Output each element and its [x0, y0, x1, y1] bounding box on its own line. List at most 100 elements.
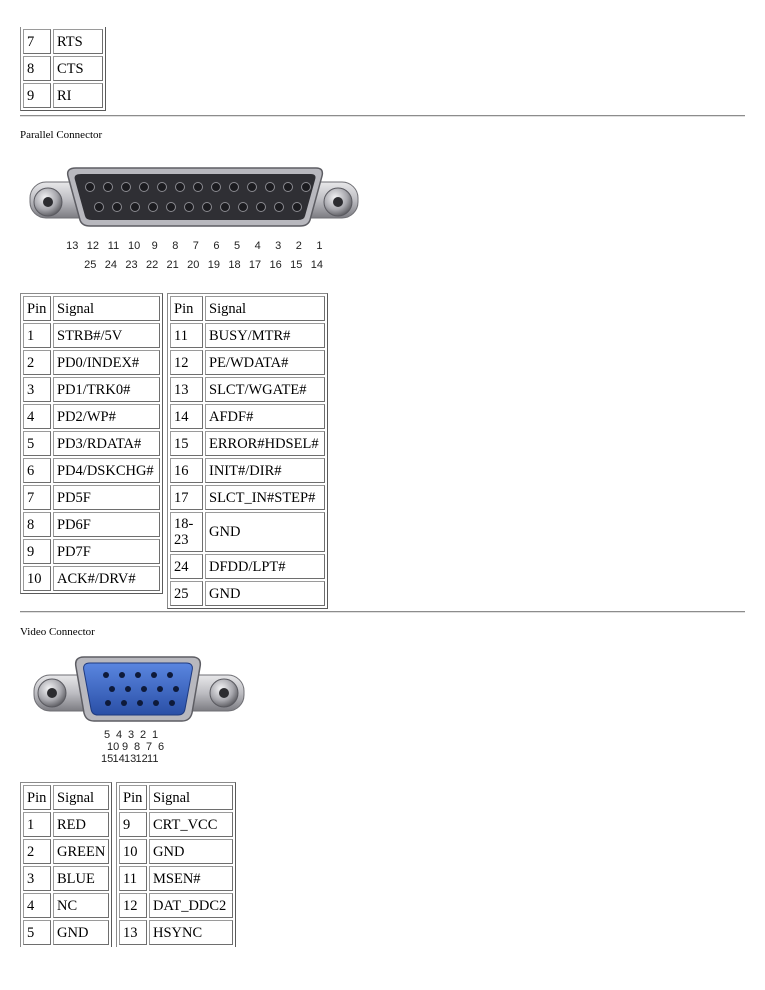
pin-number-label: 3	[275, 240, 282, 252]
pin-number-label: 11	[107, 240, 120, 252]
pin-cell: 1	[23, 323, 51, 348]
pin-number-label: 25	[84, 259, 97, 271]
signal-cell: RI	[53, 83, 103, 108]
pin-cell: 17	[170, 485, 203, 510]
table-row: 8 CTS	[23, 56, 103, 81]
pin-number-label: 21	[166, 259, 179, 271]
pin-cell: 2	[23, 350, 51, 375]
pin-number-label: 4	[115, 729, 123, 741]
pin-cell: 13	[119, 920, 147, 945]
pin-number-label: 10	[107, 741, 120, 753]
column-header-pin: Pin	[170, 296, 203, 321]
column-header-signal: Signal	[53, 785, 110, 810]
signal-cell: AFDF#	[205, 404, 325, 429]
pin-cell: 3	[23, 377, 51, 402]
pin-number-label: 1	[151, 729, 159, 741]
pin-cell: 11	[170, 323, 203, 348]
pin-cell: 24	[170, 554, 203, 579]
pin-number-label: 8	[133, 741, 141, 753]
pin-number-label: 24	[104, 259, 118, 271]
signal-cell: RED	[53, 812, 110, 837]
pin-number-label: 5	[233, 240, 241, 252]
pin-cell: 6	[23, 458, 51, 483]
pin-cell: 7	[23, 29, 51, 54]
pin-number-label: 14	[310, 259, 323, 271]
signal-cell: DFDD/LPT#	[205, 554, 325, 579]
pin-cell: 13	[170, 377, 203, 402]
pin-number-label: 9	[151, 240, 158, 252]
signal-cell: SLCT_IN#STEP#	[205, 485, 325, 510]
signal-cell: SLCT/WGATE#	[205, 377, 325, 402]
pin-cell: 11	[119, 866, 147, 891]
pin-cell: 8	[23, 512, 51, 537]
signal-cell: MSEN#	[149, 866, 233, 891]
pin-cell: 14	[170, 404, 203, 429]
pin-number-label: 16	[269, 259, 282, 271]
pin-cell: 12	[119, 893, 147, 918]
signal-cell: HSYNC	[149, 920, 233, 945]
column-header-pin: Pin	[119, 785, 147, 810]
pin-number-label: 14	[112, 753, 125, 765]
signal-cell: GND	[149, 839, 233, 864]
pin-cell: 9	[23, 83, 51, 108]
pin-cell: 7	[23, 485, 51, 510]
signal-cell: PD5F	[53, 485, 160, 510]
vga-connector-icon	[33, 656, 245, 722]
pin-number-label: 23	[125, 259, 138, 271]
pin-number-label: 15	[290, 259, 303, 271]
pin-number-label: 10	[127, 240, 141, 252]
signal-cell: BLUE	[53, 866, 110, 891]
column-header-signal: Signal	[205, 296, 325, 321]
signal-cell: CRT_VCC	[149, 812, 233, 837]
signal-cell: RTS	[53, 29, 103, 54]
signal-cell: PE/WDATA#	[205, 350, 325, 375]
pin-number-label: 9	[121, 741, 129, 753]
pin-number-label: 6	[213, 240, 220, 252]
table-header-row: Pin Signal	[23, 785, 110, 810]
pin-number-label: 1	[316, 240, 323, 252]
pin-cell: 4	[23, 404, 51, 429]
signal-cell: ACK#/DRV#	[53, 566, 160, 591]
pin-number-label: 2	[139, 729, 147, 741]
signal-cell: STRB#/5V	[53, 323, 160, 348]
signal-cell: PD1/TRK0#	[53, 377, 160, 402]
pin-number-label: 11	[147, 753, 159, 765]
signal-cell: GREEN	[53, 839, 110, 864]
table-row: 7 RTS	[23, 29, 103, 54]
column-header-signal: Signal	[149, 785, 233, 810]
db25-connector-icon	[29, 167, 359, 227]
pin-number-label: 8	[172, 240, 179, 252]
pin-cell: 1	[23, 812, 51, 837]
pin-number-label: 3	[127, 729, 135, 741]
pin-number-label: 18	[228, 259, 241, 271]
pin-cell: 9	[119, 812, 147, 837]
pin-cell: 9	[23, 539, 51, 564]
signal-cell: ERROR#HDSEL#	[205, 431, 325, 456]
pin-cell: 2	[23, 839, 51, 864]
pin-cell: 10	[119, 839, 147, 864]
pin-number-label: 19	[207, 259, 220, 271]
signal-cell: GND	[205, 581, 325, 606]
video-pin-labels-row3: 1514131211	[101, 753, 159, 765]
